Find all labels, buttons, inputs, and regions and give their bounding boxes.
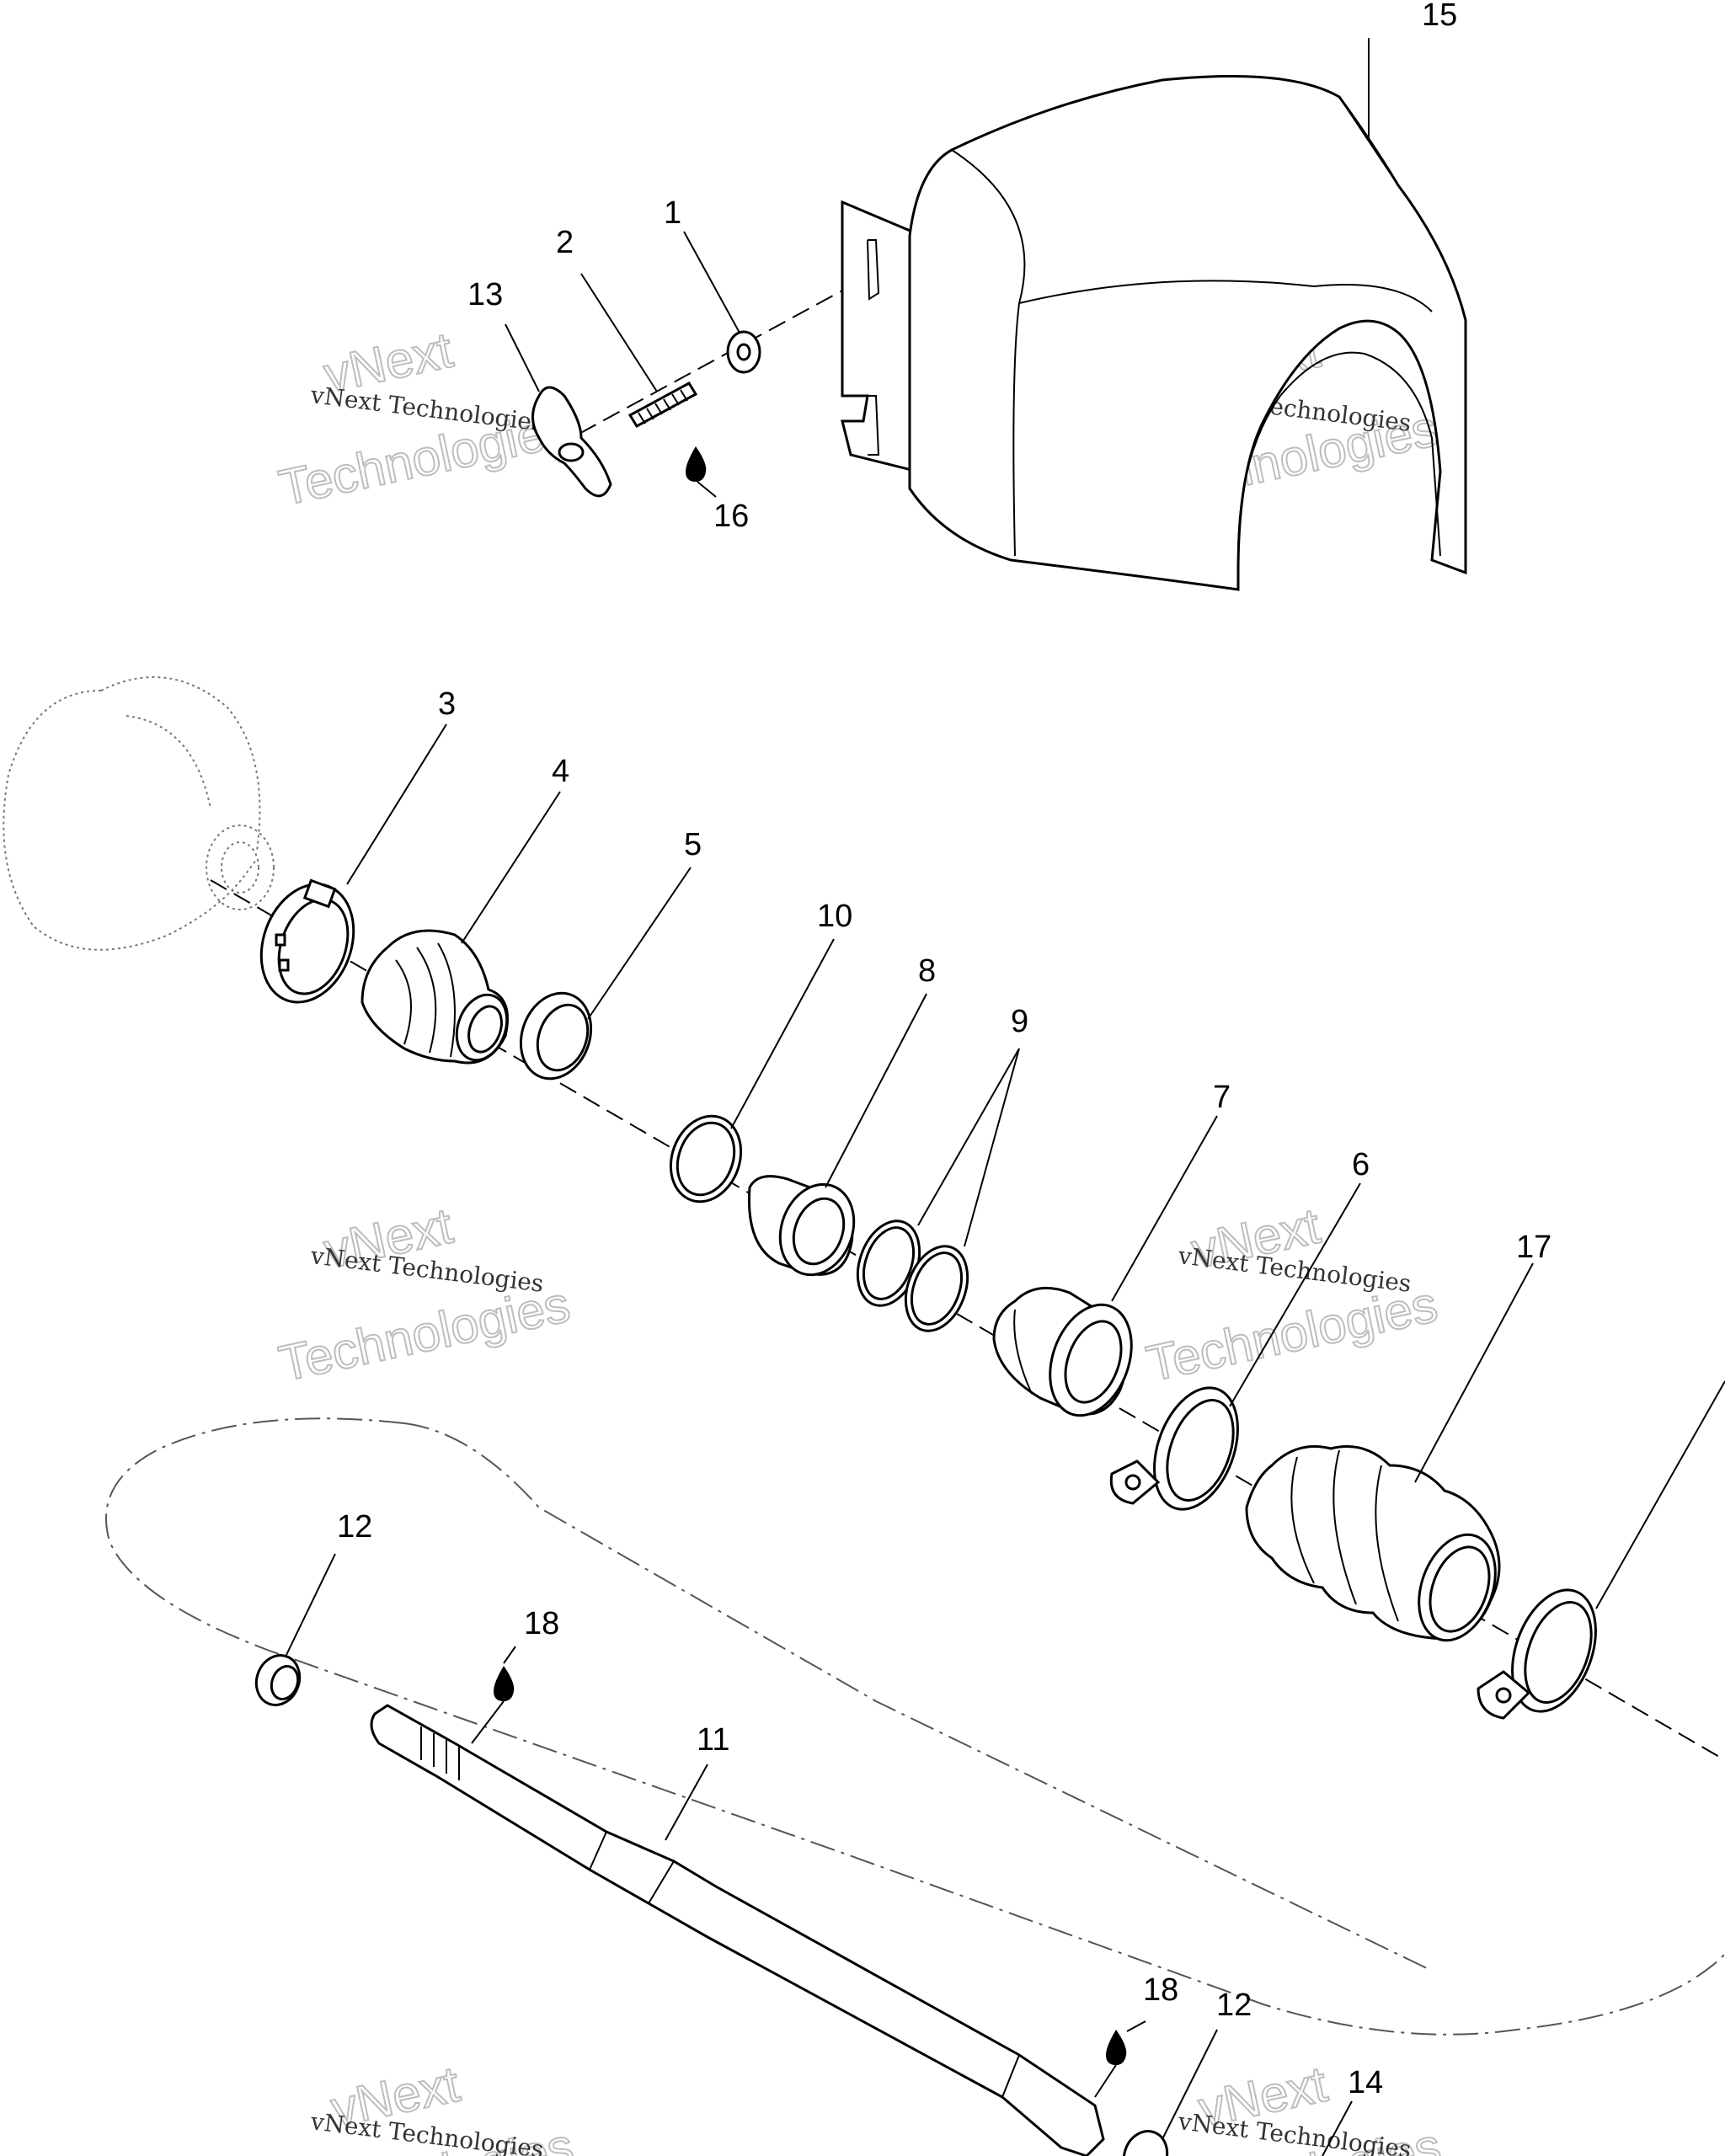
part-15-guard <box>841 75 1467 591</box>
leader-1 <box>683 231 740 334</box>
leader-6-second <box>1595 1380 1725 1609</box>
leader-9a <box>917 1048 1020 1226</box>
part-6-hose-clamp-second <box>1477 1588 1597 1720</box>
leader-7 <box>1111 1115 1218 1302</box>
phantom-drive-pulley <box>3 676 275 951</box>
part-2-stud <box>628 382 698 428</box>
leader-18-top <box>503 1646 516 1664</box>
leader-5 <box>587 867 692 1020</box>
callout-15: 15 <box>1422 0 1457 33</box>
part-7-bushing <box>992 1286 1133 1417</box>
part-5-ring <box>519 991 593 1081</box>
leader-11 <box>665 1764 708 1841</box>
part-13-wing-nut <box>531 386 612 498</box>
leader-18-top-shaft <box>471 1700 505 1744</box>
part-16-lubricant-drop-icon <box>686 446 707 482</box>
leader-2 <box>580 273 658 392</box>
leader-9b <box>964 1048 1020 1247</box>
phantom-tunnel-outline-inner <box>403 1422 1433 1972</box>
callout-9: 9 <box>1011 1004 1028 1039</box>
leader-3 <box>346 723 447 885</box>
part-12-bushing-bottom <box>1122 2130 1169 2156</box>
leader-18-bottom-shaft <box>1094 2064 1117 2098</box>
callout-1: 1 <box>664 195 681 231</box>
leader-17 <box>1414 1262 1534 1483</box>
assembly-axis-top <box>555 290 843 447</box>
part-8-bearing-housing <box>747 1175 856 1277</box>
part-10-o-ring <box>669 1114 743 1203</box>
phantom-tunnel-outline <box>105 1417 1725 2036</box>
part-12-bushing-top <box>254 1654 302 1706</box>
part-17-bellows-boot <box>1245 1445 1501 1642</box>
part-1-washer <box>726 330 761 374</box>
callout-10: 10 <box>817 899 852 934</box>
leader-16 <box>697 481 717 498</box>
callout-2: 2 <box>556 225 574 260</box>
callout-8: 8 <box>918 953 936 989</box>
callout-11: 11 <box>697 1722 729 1758</box>
callout-12: 12 <box>337 1509 372 1545</box>
leader-12-top <box>286 1553 336 1656</box>
part-11-drive-shaft <box>370 1704 1105 2156</box>
part-3-clamp <box>259 878 355 1004</box>
callout-7: 7 <box>1213 1080 1231 1115</box>
part-18-lubricant-drop-icon <box>494 1666 515 1701</box>
part-6-hose-clamp <box>1109 1386 1239 1511</box>
callout-12-bottom: 12 <box>1216 1988 1252 2023</box>
leader-13 <box>505 323 540 392</box>
callout-18: 18 <box>524 1606 559 1641</box>
leader-14 <box>1322 2100 1353 2156</box>
leader-12-bottom <box>1162 2029 1218 2140</box>
callout-4: 4 <box>552 754 569 789</box>
callout-13: 13 <box>467 277 503 312</box>
callout-3: 3 <box>438 686 456 722</box>
leader-18-bottom <box>1126 2020 1146 2032</box>
leader-10 <box>730 938 835 1129</box>
part-18-lubricant-drop-icon <box>1106 2030 1127 2065</box>
callout-17: 17 <box>1516 1230 1551 1265</box>
callout-5: 5 <box>684 827 702 862</box>
leader-8 <box>825 993 927 1188</box>
callout-14: 14 <box>1348 2065 1383 2100</box>
leader-6 <box>1229 1182 1361 1407</box>
part-9-o-rings <box>856 1219 969 1332</box>
callout-18-bottom: 18 <box>1143 1972 1178 2008</box>
leader-4 <box>461 791 561 944</box>
part-4-boot <box>360 929 509 1065</box>
callout-6: 6 <box>1352 1147 1370 1182</box>
callout-16: 16 <box>713 499 749 534</box>
